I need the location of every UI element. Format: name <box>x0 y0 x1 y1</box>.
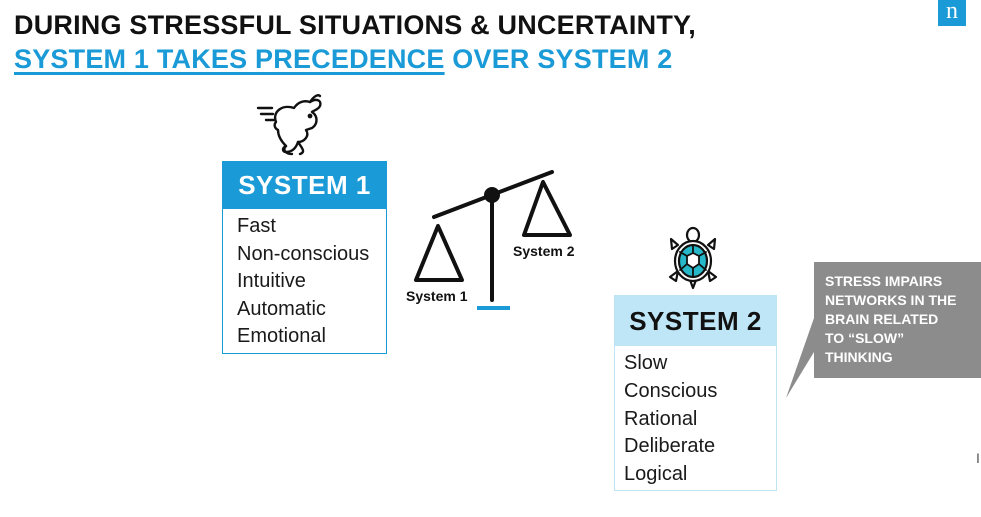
title-rest: OVER SYSTEM 2 <box>444 44 673 74</box>
brand-logo-icon: n <box>938 0 966 26</box>
system2-trait: Rational <box>624 407 698 430</box>
stress-callout: STRESS IMPAIRS NETWORKS IN THE BRAIN REL… <box>814 262 981 378</box>
scale-pan-right <box>522 180 572 237</box>
title-highlight: SYSTEM 1 TAKES PRECEDENCE <box>14 44 445 74</box>
system1-trait: Fast <box>237 215 276 237</box>
text-cursor-icon: I <box>976 450 980 466</box>
system2-trait: Conscious <box>624 379 718 402</box>
system1-header: SYSTEM 1 <box>223 162 386 209</box>
system2-header: SYSTEM 2 <box>615 296 776 346</box>
title-line-1: DURING STRESSFUL SITUATIONS & UNCERTAINT… <box>14 10 696 40</box>
system1-trait: Intuitive <box>237 270 306 292</box>
system1-trait: Non-conscious <box>237 242 370 265</box>
scale-label-system1: System 1 <box>406 288 468 304</box>
logo-glyph: n <box>946 0 958 24</box>
rabbit-icon <box>256 94 322 156</box>
system1-card: SYSTEM 1 Fast Non-conscious Intuitive Au… <box>222 161 387 354</box>
system2-trait: Slow <box>624 352 668 374</box>
system2-trait: Deliberate <box>624 435 716 458</box>
scale-pivot <box>484 187 500 203</box>
system2-card: SYSTEM 2 Slow Conscious Rational Deliber… <box>614 295 777 491</box>
system2-trait: Logical <box>624 463 688 486</box>
system1-trait: Automatic <box>237 297 326 320</box>
scale-label-system2: System 2 <box>513 243 575 259</box>
title-line-2: SYSTEM 1 TAKES PRECEDENCE OVER SYSTEM 2 <box>14 42 696 76</box>
system1-trait: Emotional <box>237 325 326 347</box>
system1-trait-list: Fast Non-conscious Intuitive Automatic E… <box>223 209 386 351</box>
slide-title: DURING STRESSFUL SITUATIONS & UNCERTAINT… <box>14 8 696 76</box>
system2-trait-list: Slow Conscious Rational Deliberate Logic… <box>615 346 776 489</box>
scale-pan-left <box>414 224 464 282</box>
turtle-icon <box>668 226 718 290</box>
scale-beam <box>432 170 554 219</box>
